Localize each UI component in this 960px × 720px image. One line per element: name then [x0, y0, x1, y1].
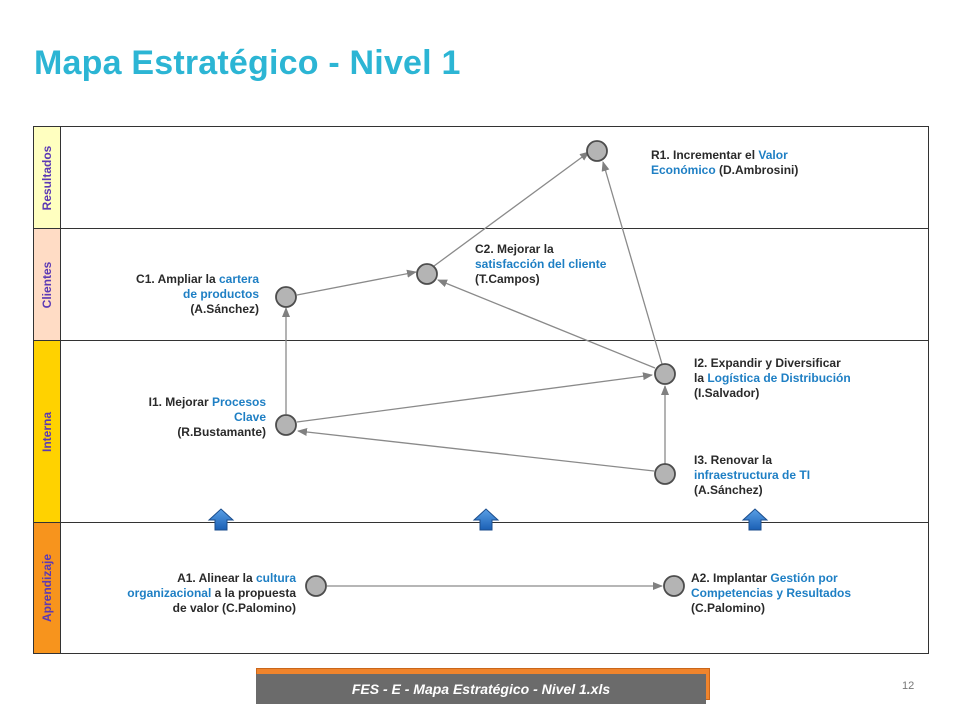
band-aprendizaje: Aprendizaje	[34, 523, 61, 653]
arrow-i3-i1	[297, 428, 655, 472]
node-a2	[663, 575, 685, 597]
strategy-map-frame: Resultados Clientes Interna Aprendizaje	[33, 126, 929, 654]
node-i1	[275, 414, 297, 436]
node-label-a2: A2. Implantar Gestión por Competencias y…	[691, 571, 852, 615]
node-i2	[654, 363, 676, 385]
band-interna: Interna	[34, 341, 61, 523]
arrow-i1-i2	[296, 372, 653, 423]
footer-file-label: FES - E - Mapa Estratégico - Nivel 1.xls	[256, 668, 710, 704]
node-label-i1: I1. Mejorar Procesos Clave (R.Bustamante…	[148, 395, 266, 439]
up-arrow-icon	[207, 508, 235, 531]
node-label-c1: C1. Ampliar la cartera de productos (A.S…	[136, 272, 259, 316]
node-c2	[416, 263, 438, 285]
up-arrow-icon	[472, 508, 500, 531]
node-label-i2: I2. Expandir y Diversificar la Logística…	[694, 356, 851, 400]
arrow-i2-c2	[437, 279, 656, 369]
node-label-a1: A1. Alinear la cultura organizacional a …	[127, 571, 296, 615]
divider-line	[61, 228, 928, 229]
page-title: Mapa Estratégico - Nivel 1	[34, 44, 461, 82]
arrow-c1-c2	[296, 269, 417, 296]
page-number: 12	[902, 680, 915, 692]
node-a1	[305, 575, 327, 597]
divider-line	[61, 522, 928, 523]
arrow-i2-r1	[601, 161, 663, 365]
divider-line	[61, 340, 928, 341]
node-label-i3: I3. Renovar la infraestructura de TI (A.…	[694, 453, 811, 497]
arrow-c2-r1	[433, 151, 590, 267]
node-label-c2: C2. Mejorar la satisfacción del cliente …	[475, 242, 607, 286]
band-resultados: Resultados	[34, 127, 61, 229]
node-c1	[275, 286, 297, 308]
node-r1	[586, 140, 608, 162]
up-arrow-icon	[741, 508, 769, 531]
node-i3	[654, 463, 676, 485]
band-clientes: Clientes	[34, 229, 61, 341]
footer-text: FES - E - Mapa Estratégico - Nivel 1.xls	[256, 674, 706, 704]
node-label-r1: R1. Incrementar el Valor Económico (D.Am…	[651, 148, 799, 177]
